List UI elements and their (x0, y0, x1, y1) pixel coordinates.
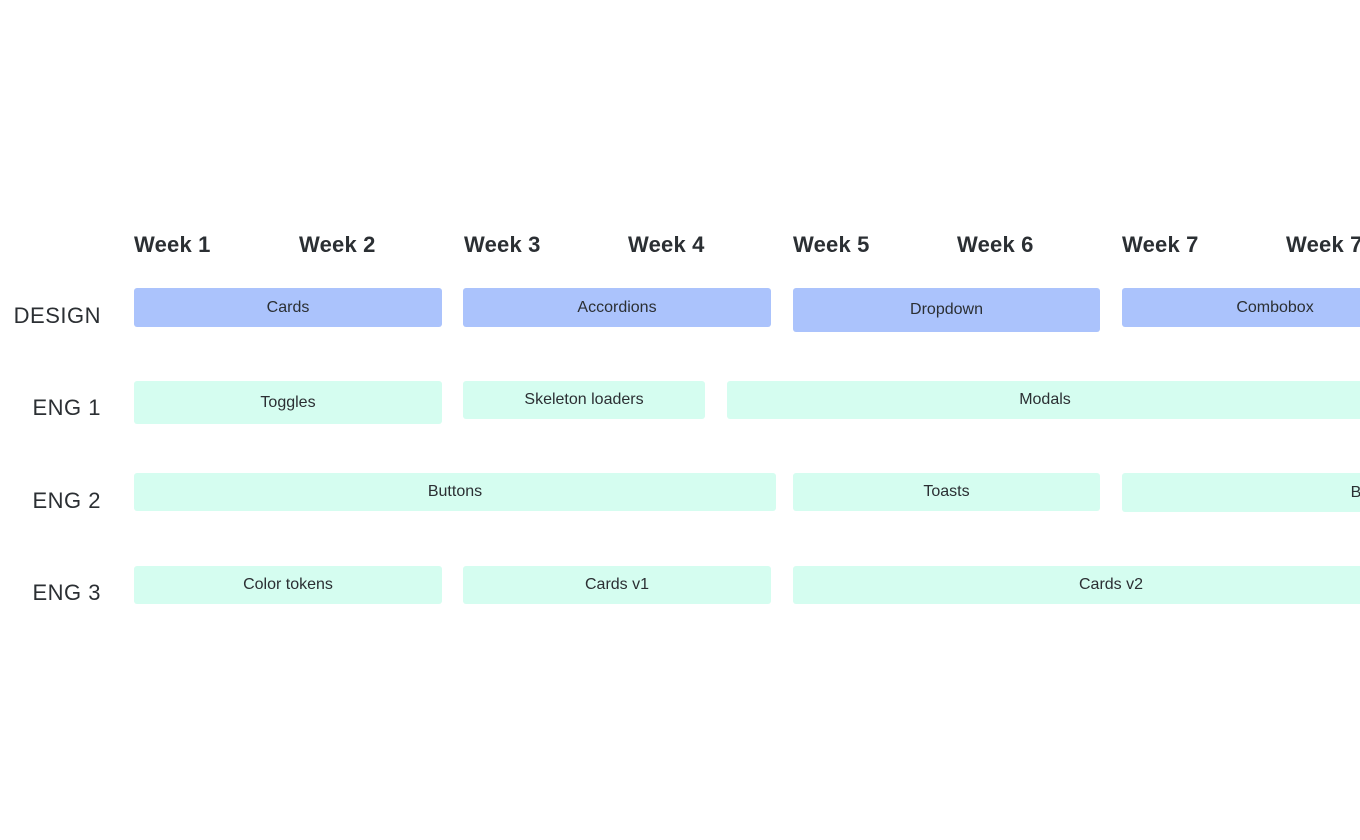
row-label-eng-1: ENG 1 (32, 395, 101, 420)
task-label: Modals (1019, 391, 1071, 408)
task-card[interactable]: Dropdown (793, 288, 1100, 332)
row-label-eng-3: ENG 3 (32, 580, 101, 605)
task-card[interactable]: Skeleton loaders (463, 381, 705, 419)
task-label: Cards v2 (1078, 576, 1144, 593)
task-label: Skeleton loaders (524, 391, 644, 408)
task-card[interactable]: Combobox (1122, 288, 1360, 327)
task-card[interactable]: Buttons (134, 473, 776, 511)
week-header: Week 3 (464, 232, 541, 257)
week-header: Week 1 (134, 232, 211, 257)
task-card[interactable]: Modals (727, 381, 1360, 419)
task-label: Combobox (1236, 298, 1314, 316)
row-label-design: DESIGN (13, 303, 101, 328)
task-label: B (1350, 483, 1360, 501)
week-header: Week 6 (957, 232, 1034, 257)
task-card[interactable]: Cards (134, 288, 442, 327)
week-header: Week 7 (1286, 232, 1360, 257)
task-label: Dropdown (910, 301, 983, 318)
task-card[interactable]: B (1122, 473, 1360, 512)
task-label: Buttons (427, 483, 483, 500)
week-header: Week 2 (299, 232, 376, 257)
week-header: Week 7 (1122, 232, 1199, 257)
task-label: Accordions (577, 298, 657, 316)
task-label: Toasts (923, 483, 970, 500)
task-card[interactable]: Cards v2 (793, 566, 1360, 604)
week-header: Week 5 (793, 232, 870, 257)
task-label: Cards (266, 298, 310, 316)
task-card[interactable]: Cards v1 (463, 566, 771, 604)
week-header: Week 4 (628, 232, 705, 257)
task-label: Cards v1 (584, 576, 650, 593)
task-card[interactable]: Toggles (134, 381, 442, 424)
task-card[interactable]: Color tokens (134, 566, 442, 604)
task-card[interactable]: Toasts (793, 473, 1100, 511)
row-label-eng-2: ENG 2 (32, 488, 101, 513)
task-card[interactable]: Accordions (463, 288, 771, 327)
task-label: Toggles (260, 393, 316, 411)
task-label: Color tokens (243, 576, 333, 593)
